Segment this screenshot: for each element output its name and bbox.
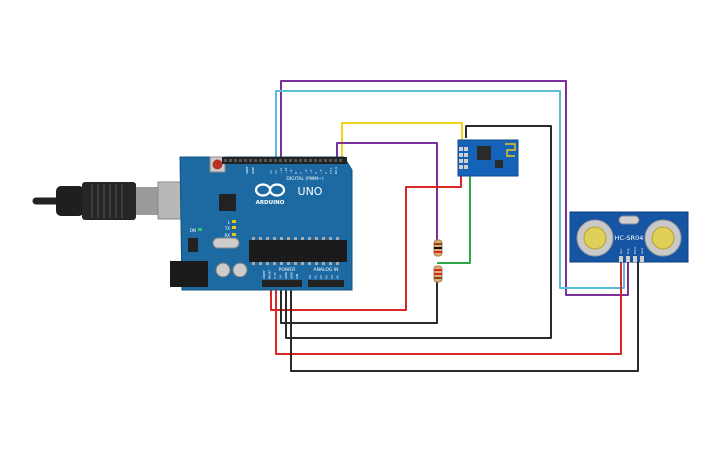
digital-pin-label: ~5 — [309, 169, 313, 174]
ultrasonic-receiver-mesh — [651, 226, 675, 250]
power-pin-label: RESET — [268, 269, 272, 279]
analog-pin-label: A3 — [325, 275, 329, 279]
digital-pin-label: ~6 — [304, 169, 308, 174]
power-pin-label: 3.3V — [273, 271, 277, 279]
usb-cable[interactable] — [32, 181, 195, 220]
power-pin-label: VIN — [295, 274, 299, 279]
digital-pin-label: 4 — [314, 172, 318, 174]
atmega-chip — [249, 240, 347, 262]
wire-blue-trig[interactable] — [275, 90, 625, 289]
aref-label: AREF — [245, 166, 249, 174]
hc-sr04-pins — [619, 256, 644, 262]
analog-pin-label: A4 — [330, 275, 334, 279]
digital-pin-label: 13 — [269, 170, 273, 174]
l-label: L — [228, 220, 231, 225]
tx-label: TX — [224, 226, 230, 231]
power-pin-label: GND — [284, 271, 288, 279]
wire-purple-echo[interactable] — [280, 80, 629, 296]
analog-pin-label: A0 — [308, 275, 312, 279]
sensor-pin-label: Echo — [633, 247, 637, 254]
wire-red-5v-sensor[interactable] — [275, 260, 622, 355]
capacitor-2 — [232, 262, 248, 278]
resistor-1[interactable] — [433, 239, 443, 257]
rx-label: RX — [224, 233, 230, 238]
digital-label: DIGITAL (PWM~) — [286, 176, 324, 182]
usb-connector-metal — [136, 187, 158, 215]
digital-pin-label: 12 — [274, 170, 278, 174]
digital-pin-label: 8 — [294, 172, 298, 174]
led-l — [232, 220, 236, 223]
digital-pin-label: 2 — [324, 172, 328, 174]
power-pin-label: IOREF — [262, 270, 266, 279]
digital-pin-label: ~10 — [284, 168, 288, 174]
voltage-regulator — [188, 238, 198, 252]
analog-pin-label: A5 — [336, 275, 340, 279]
wire-black-gnd-esp[interactable] — [285, 125, 552, 339]
arduino-uno-board[interactable]: ARDUINO UNO DIGITAL (PWM~) POWER ANALOG … — [170, 156, 353, 291]
on-label: ON — [190, 228, 196, 233]
usb-plug-grip — [82, 182, 136, 220]
wire-purple-tx[interactable] — [336, 142, 438, 240]
digital-pin-label: RX 0 — [334, 167, 338, 174]
atmega-pins — [252, 237, 339, 265]
capacitor-1 — [215, 262, 231, 278]
usb-grip-ridges — [91, 184, 123, 218]
digital-pin-label: ~11 — [279, 168, 283, 174]
led-rx — [232, 233, 236, 236]
analog-header[interactable] — [308, 280, 344, 287]
hc-sr04-crystal — [618, 215, 640, 225]
sensor-pin-label: Trig — [626, 249, 630, 255]
reset-button-cap[interactable] — [212, 159, 223, 170]
power-label: POWER — [279, 267, 296, 273]
wire-black-gnd-divider[interactable] — [280, 282, 438, 324]
resistor-2[interactable] — [433, 265, 443, 283]
analog-pin-label: A1 — [314, 275, 318, 279]
power-jack[interactable] — [170, 261, 208, 287]
esp01-module[interactable] — [457, 139, 519, 177]
analog-pin-label: A2 — [319, 275, 323, 279]
esp01-antenna-icon — [505, 143, 516, 157]
power-header[interactable] — [262, 280, 302, 287]
digital-pin-label: TX 1 — [329, 167, 333, 175]
analog-label: ANALOG IN — [313, 267, 338, 273]
esp01-pins — [459, 147, 468, 169]
wires — [270, 80, 639, 372]
digital-pin-label: ~9 — [289, 169, 293, 174]
hc-sr04-sensor[interactable]: HC-SR04 — [569, 211, 689, 263]
arduino-logo — [254, 183, 286, 197]
esp01-chip — [477, 146, 491, 160]
sensor-pin-label: Gnd — [640, 248, 644, 254]
hc-sr04-label: HC-SR04 — [615, 234, 644, 242]
digital-pin-label: ~3 — [319, 169, 323, 174]
usb-chip — [219, 194, 236, 211]
wire-red-3v3-esp[interactable] — [270, 176, 462, 311]
power-pin-label: GND — [290, 271, 294, 279]
sensor-pin-label: Vcc — [619, 248, 623, 254]
power-pin-label: 5V — [279, 274, 283, 279]
digital-header-pins — [224, 159, 342, 162]
gnd-pin-label: GND — [251, 166, 255, 174]
esp01-flash — [495, 160, 503, 168]
arduino-brand: ARDUINO — [256, 200, 285, 206]
arduino-model: UNO — [298, 185, 323, 198]
led-on — [198, 228, 202, 231]
wire-green-esp-rx[interactable] — [437, 176, 471, 264]
ultrasonic-transmitter-mesh — [583, 226, 607, 250]
usb-plug-body — [56, 186, 84, 216]
crystal — [212, 237, 240, 249]
wire-black-gnd-sensor[interactable] — [290, 260, 639, 372]
digital-pin-label: 7 — [299, 172, 303, 174]
led-tx — [232, 226, 236, 229]
